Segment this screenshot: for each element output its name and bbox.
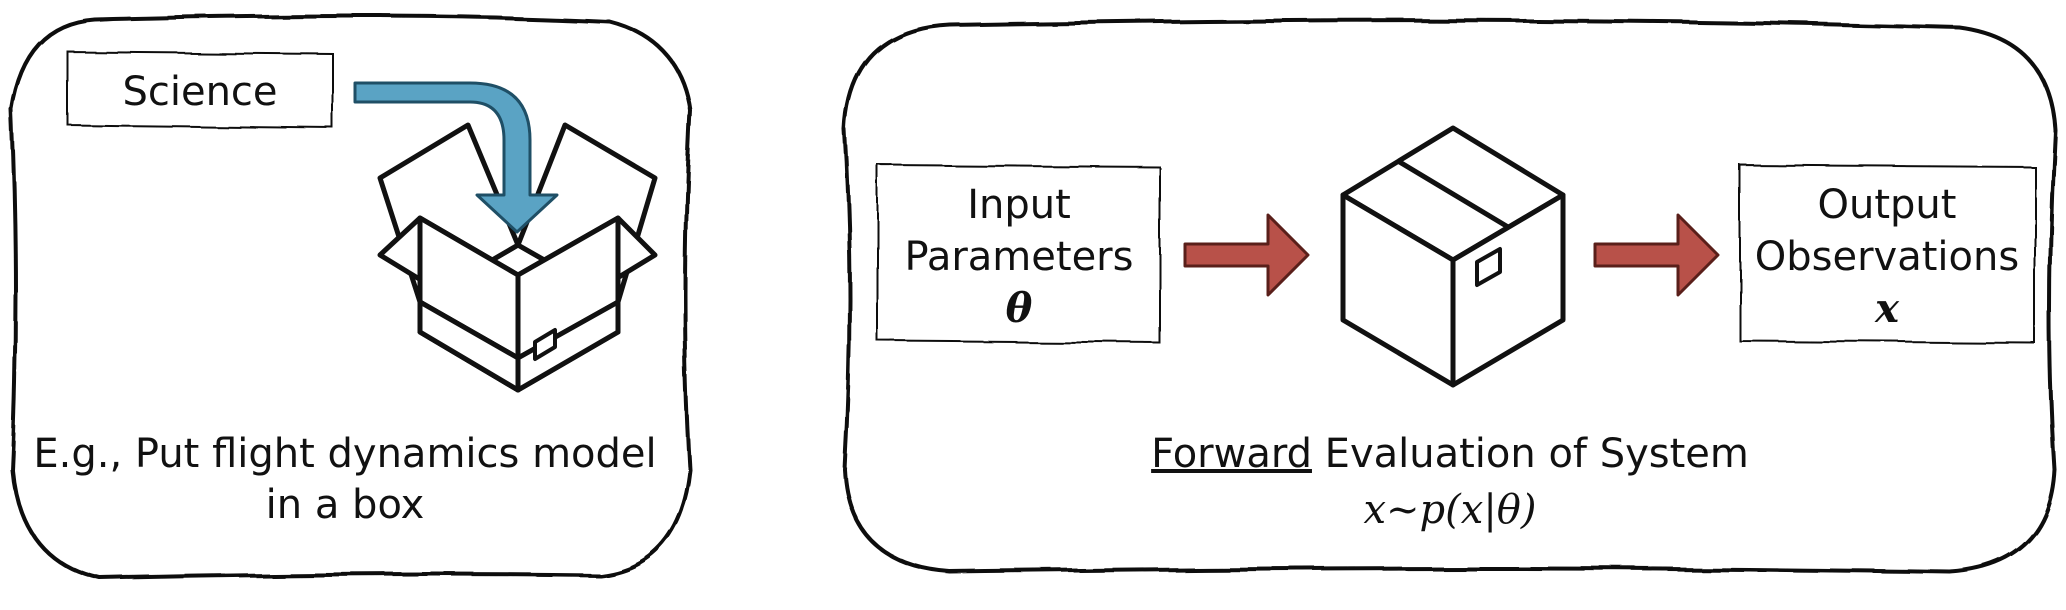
- flow-arrow-input: [1183, 213, 1310, 297]
- right-caption: Forward Evaluation of System: [1151, 431, 1749, 477]
- science-label: Science: [122, 69, 277, 115]
- science-box: Science: [67, 50, 334, 130]
- left-panel: Science E.g., Put flight dynamics model …: [9, 14, 693, 581]
- input-symbol: θ: [1006, 285, 1033, 332]
- right-panel-border: [842, 18, 2058, 575]
- output-label-line2: Observations: [1755, 234, 2019, 280]
- forward-formula: x~p(x|θ): [1363, 487, 1536, 533]
- output-observations-box: Output Observations x: [1739, 163, 2036, 345]
- closed-box-icon: [1340, 125, 1566, 388]
- caption-rest: Evaluation of System: [1312, 431, 1749, 477]
- right-panel: Input Parameters θ Output Observations x…: [842, 18, 2058, 575]
- input-parameters-box: Input Parameters θ: [877, 163, 1161, 345]
- input-label-line2: Parameters: [905, 234, 1134, 280]
- left-panel-border: [9, 14, 693, 581]
- output-label-line1: Output: [1818, 182, 1957, 228]
- left-caption-line1: E.g., Put flight dynamics model: [33, 431, 656, 477]
- flow-arrow-output: [1593, 213, 1720, 297]
- output-symbol: x: [1874, 285, 1900, 332]
- input-label-line1: Input: [967, 182, 1071, 228]
- left-caption-line2: in a box: [266, 482, 425, 528]
- caption-underlined-word: Forward: [1151, 431, 1312, 477]
- science-arrow: [353, 81, 559, 234]
- open-box-icon: [377, 122, 658, 393]
